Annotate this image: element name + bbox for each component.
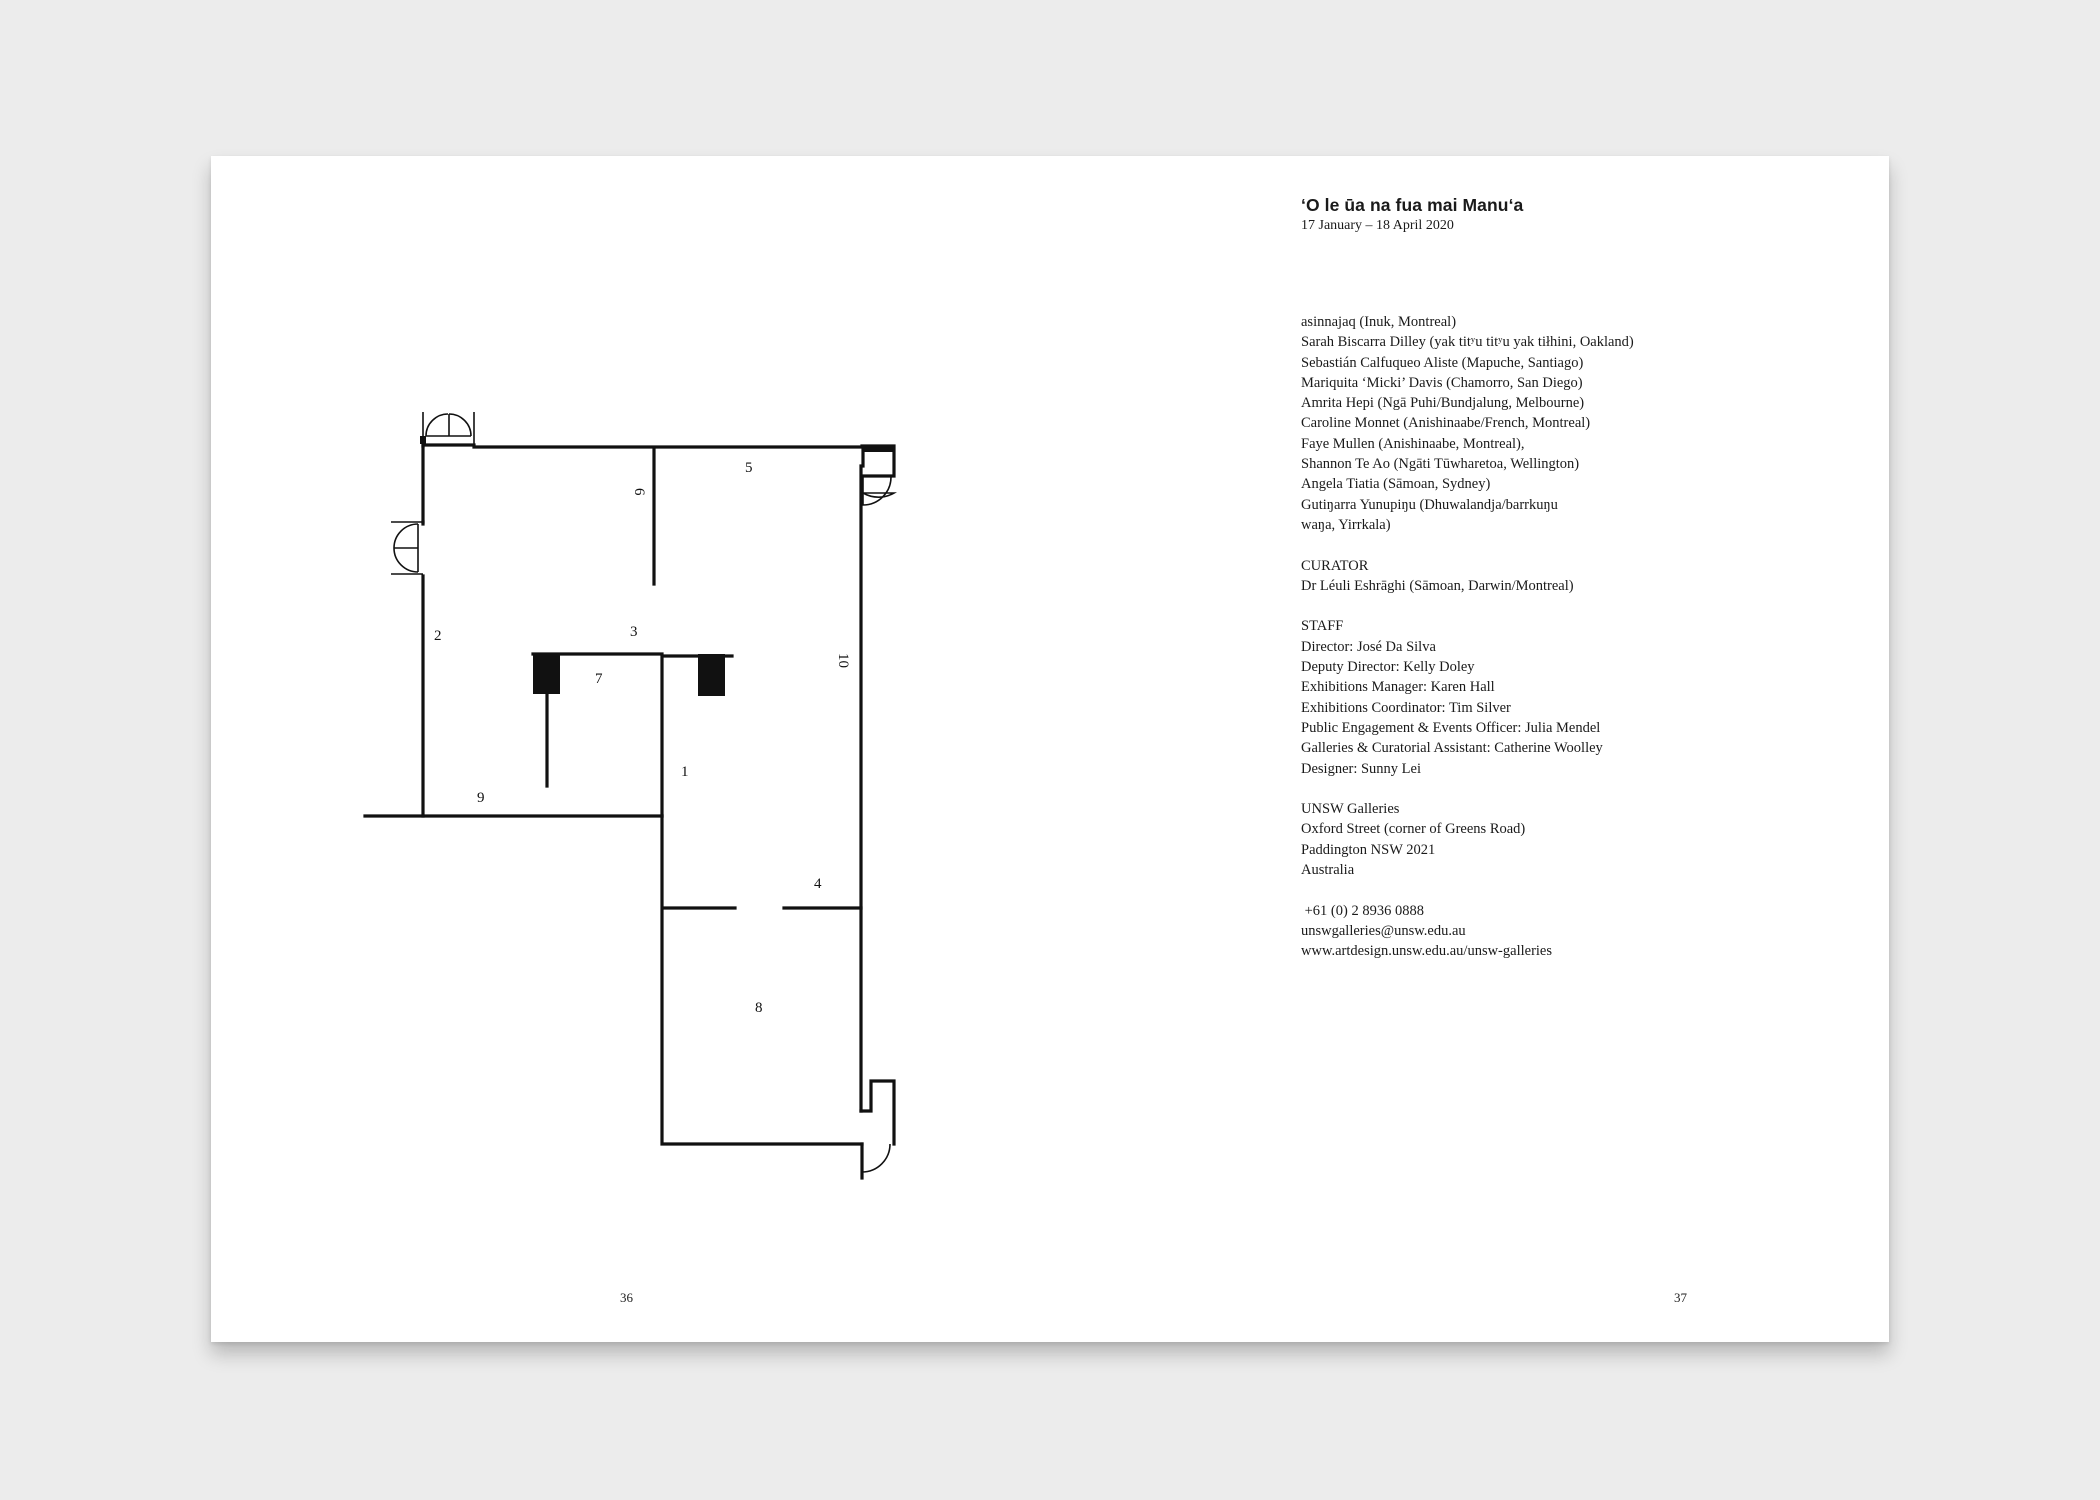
exhibition-dates: 17 January – 18 April 2020 [1301,218,1454,233]
page-number-right: 37 [1674,1290,1687,1305]
artist-list: asinnajaq (Inuk, Montreal) Sarah Biscarr… [1301,312,1861,535]
artist-entry: Amrita Hepi (Ngā Puhi/Bundjalung, Melbou… [1301,395,1585,412]
staff-member: Director: José Da Silva [1301,638,1436,655]
room-number-8: 8 [755,1000,763,1016]
double-door-top-arc-right [448,413,472,437]
wall-top-left [421,443,865,449]
artist-entry: waŋa, Yirrkala) [1301,516,1391,533]
wall-right-notch [859,1079,896,1146]
staff-heading: STAFF [1301,618,1344,635]
right-page: ‘O le ūa na fua mai Manu‘a 17 January – … [1050,156,1889,1342]
website-link[interactable]: www.artdesign.unsw.edu.au/unsw-galleries [1301,943,1553,960]
double-door-left-arc-top [393,523,419,549]
door-frame-top-right [860,444,896,478]
room-number-2: 2 [434,628,442,644]
room-number-1: 1 [681,764,689,780]
phone-number: +61 (0) 2 8936 0888 [1301,902,1424,919]
staff-member: Exhibitions Manager: Karen Hall [1301,679,1495,696]
credits: asinnajaq (Inuk, Montreal) Sarah Biscarr… [1301,312,1861,962]
catalogue-spread: 5 6 2 3 7 10 1 9 4 8 36 ‘O le ūa na fua … [211,156,1889,1342]
room-number-4: 4 [814,876,822,892]
artist-entry: Angela Tiatia (Sāmoan, Sydney) [1301,476,1491,493]
double-door-left-arc-bottom [393,547,419,573]
artist-entry: Mariquita ‘Micki’ Davis (Chamorro, San D… [1301,374,1583,391]
left-page: 5 6 2 3 7 10 1 9 4 8 36 [211,156,1050,1342]
artist-entry: Gutiŋarra Yunupiŋu (Dhuwalandja/barrkuŋu [1301,496,1558,513]
page-number-left: 36 [620,1290,633,1305]
pillar-left [533,654,560,694]
artist-entry: Caroline Monnet (Anishinaabe/French, Mon… [1301,415,1591,432]
artist-entry: Shannon Te Ao (Ngāti Tūwharetoa, Welling… [1301,456,1580,473]
address-line: Oxford Street (corner of Greens Road) [1301,821,1526,838]
artist-entry: Sarah Biscarra Dilley (yak titʸu titʸu y… [1301,334,1634,351]
staff-section: STAFF Director: José Da Silva Deputy Dir… [1301,616,1861,778]
address-line: Paddington NSW 2021 [1301,841,1436,858]
room-number-7: 7 [595,671,603,687]
room-number-9: 9 [477,790,485,806]
staff-member: Exhibitions Coordinator: Tim Silver [1301,699,1511,716]
staff-member: Galleries & Curatorial Assistant: Cather… [1301,740,1603,757]
staff-member: Deputy Director: Kelly Doley [1301,659,1475,676]
contact-block: +61 (0) 2 8936 0888 unswgalleries@unsw.e… [1301,901,1861,962]
room-number-10: 10 [835,653,851,668]
room-number-6: 6 [631,488,647,496]
door-swing-top-right [860,492,897,498]
curator-section: CURATOR Dr Léuli Eshrāghi (Sāmoan, Darwi… [1301,556,1861,597]
address-block: UNSW Galleries Oxford Street (corner of … [1301,799,1861,880]
gallery-floor-plan: 5 6 2 3 7 10 1 9 4 8 [363,412,897,1180]
staff-member: Designer: Sunny Lei [1301,760,1422,777]
artist-entry: asinnajaq (Inuk, Montreal) [1301,314,1457,330]
pillar-right [698,654,725,696]
room-number-3: 3 [630,624,638,640]
address-line: Australia [1301,862,1355,879]
artist-entry: Faye Mullen (Anishinaabe, Montreal), [1301,435,1525,452]
address-line: UNSW Galleries [1301,801,1400,818]
door-arc-top-right [862,476,892,506]
exhibition-info: ‘O le ūa na fua mai Manu‘a 17 January – … [1301,194,1861,962]
staff-member: Public Engagement & Events Officer: Juli… [1301,719,1601,736]
room-number-5: 5 [745,460,753,476]
wall-bottom [660,814,864,1146]
curator-name: Dr Léuli Eshrāghi (Sāmoan, Darwin/Montre… [1301,577,1574,594]
email-link[interactable]: unswgalleries@unsw.edu.au [1301,922,1466,939]
corner-block [862,446,894,452]
artist-entry: Sebastián Calfuqueo Aliste (Mapuche, San… [1301,354,1584,371]
exhibition-title: ‘O le ūa na fua mai Manu‘a [1301,195,1524,215]
double-door-top-arc-left [425,413,449,437]
door-arc-bottom-right [861,1143,891,1173]
curator-heading: CURATOR [1301,557,1369,574]
